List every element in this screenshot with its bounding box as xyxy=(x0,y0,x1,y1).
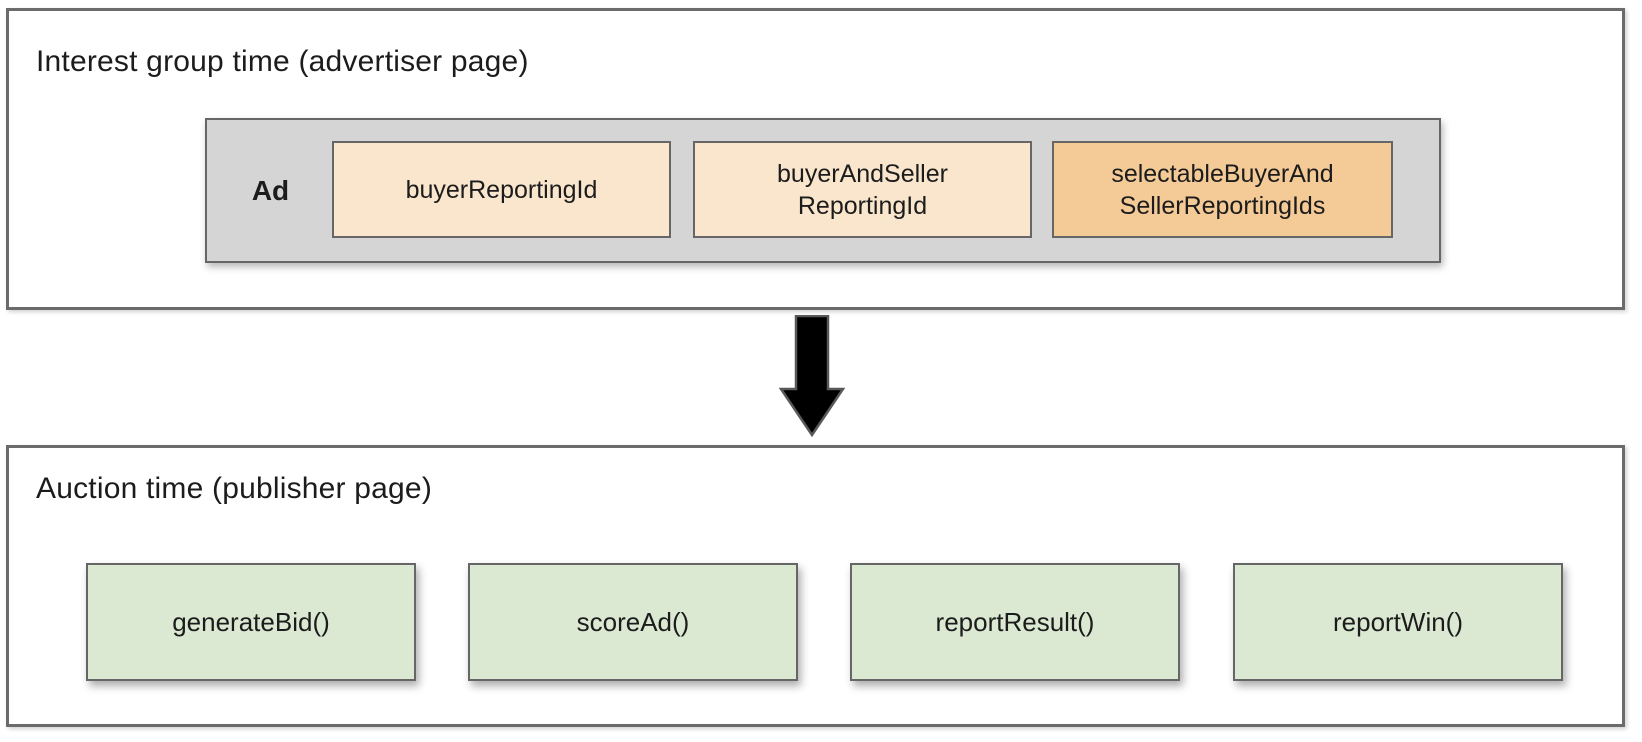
ad-container: Ad buyerReportingId buyerAndSeller Repor… xyxy=(205,118,1441,263)
generate-bid-label: generateBid() xyxy=(172,606,330,637)
interest-group-panel-title: Interest group time (advertiser page) xyxy=(36,45,529,78)
report-result-label: reportResult() xyxy=(935,606,1095,637)
auction-panel: Auction time (publisher page) generateBi… xyxy=(6,445,1625,727)
buyer-reporting-id-label: buyerReportingId xyxy=(405,175,598,204)
report-result-box: reportResult() xyxy=(850,563,1180,681)
score-ad-box: scoreAd() xyxy=(468,563,798,681)
ad-label: Ad xyxy=(251,174,290,206)
auction-panel-title: Auction time (publisher page) xyxy=(36,472,433,505)
report-win-box: reportWin() xyxy=(1233,563,1563,681)
selectable-buyer-and-seller-reporting-ids-label-line2: SellerReportingIds xyxy=(1119,191,1326,220)
buyer-reporting-id-box: buyerReportingId xyxy=(332,141,671,238)
selectable-buyer-and-seller-reporting-ids-label-line1: selectableBuyerAnd xyxy=(1111,159,1334,188)
buyer-and-seller-reporting-id-box: buyerAndSeller ReportingId xyxy=(693,141,1032,238)
score-ad-label: scoreAd() xyxy=(576,606,690,637)
down-arrow-icon xyxy=(779,315,845,437)
buyer-and-seller-reporting-id-label-line2: ReportingId xyxy=(797,191,928,220)
generate-bid-box: generateBid() xyxy=(86,563,416,681)
report-win-label: reportWin() xyxy=(1332,606,1463,637)
selectable-buyer-and-seller-reporting-ids-box: selectableBuyerAnd SellerReportingIds xyxy=(1052,141,1393,238)
interest-group-panel: Interest group time (advertiser page) Ad… xyxy=(6,8,1625,310)
buyer-and-seller-reporting-id-label-line1: buyerAndSeller xyxy=(777,159,948,188)
